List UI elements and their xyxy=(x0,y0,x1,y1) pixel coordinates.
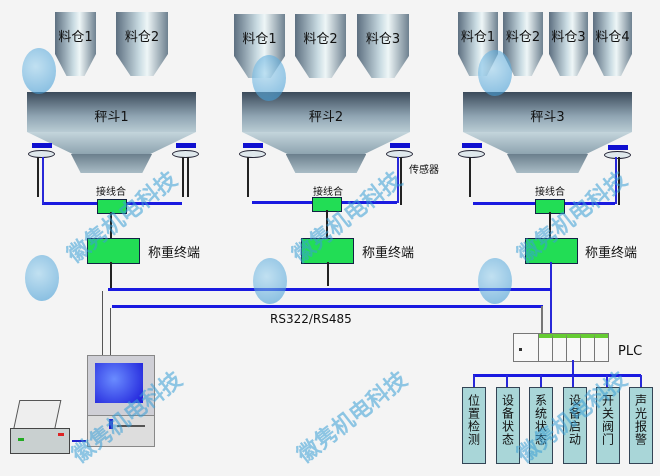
silo-label: 料仓1 xyxy=(242,32,277,47)
silo-label: 料仓1 xyxy=(58,30,93,45)
load-cell-base xyxy=(239,150,266,158)
load-cell-base xyxy=(28,150,55,158)
output-module: 设备状态 xyxy=(496,387,520,464)
weighing-terminal xyxy=(87,238,140,264)
output-module: 声光报警 xyxy=(629,387,653,464)
silo-label: 料仓3 xyxy=(365,32,401,47)
load-cell-icon xyxy=(390,143,410,148)
silo: 料仓2 xyxy=(116,12,168,76)
weigh-hopper: 秤斗3 xyxy=(463,92,632,173)
weighing-terminal xyxy=(301,238,354,264)
silo-label: 料仓1 xyxy=(460,30,496,45)
junction-box xyxy=(97,199,127,214)
watermark-logo xyxy=(25,255,59,301)
weigh-hopper: 秤斗1 xyxy=(27,92,196,173)
load-cell-base xyxy=(172,150,199,158)
silo-label: 料仓3 xyxy=(551,30,586,45)
weigh-hopper: 秤斗2 xyxy=(242,92,410,173)
bus-line xyxy=(108,288,551,291)
hopper-label: 秤斗2 xyxy=(308,110,344,125)
load-cell-icon xyxy=(243,143,263,148)
hopper-label: 秤斗3 xyxy=(530,110,565,125)
silo-label: 料仓2 xyxy=(505,30,541,45)
printer-icon xyxy=(10,400,70,460)
silo: 料仓1 xyxy=(55,12,96,76)
bus-label: RS322/RS485 xyxy=(270,312,352,326)
silo-label: 料仓2 xyxy=(303,32,338,47)
watermark-text: 徽隽机电科技 xyxy=(292,367,413,469)
bus-line xyxy=(112,305,543,308)
junction-label: 接线合 xyxy=(313,187,343,198)
hopper-label: 秤斗1 xyxy=(94,110,129,125)
silo: 料仓3 xyxy=(357,14,409,78)
silo-label: 料仓2 xyxy=(124,30,160,45)
watermark-logo xyxy=(478,258,512,304)
output-module: 开关阀门 xyxy=(596,387,620,464)
silo: 料仓3 xyxy=(549,12,588,76)
load-cell-base xyxy=(604,151,631,159)
computer-icon xyxy=(87,355,155,463)
load-cell-icon xyxy=(176,143,196,148)
watermark-logo xyxy=(478,50,512,96)
plc-unit xyxy=(513,333,609,362)
load-cell-base xyxy=(386,150,413,158)
silo-label: 料仓4 xyxy=(595,30,630,45)
load-cell-icon xyxy=(608,145,628,150)
junction-label: 接线合 xyxy=(96,187,126,198)
output-module: 位置检测 xyxy=(462,387,486,464)
terminal-label: 称重终端 xyxy=(148,246,201,261)
load-cell-icon xyxy=(462,143,482,148)
output-module: 系统状态 xyxy=(529,387,553,464)
output-bus xyxy=(473,374,641,377)
terminal-label: 称重终端 xyxy=(585,246,638,261)
silo: 料仓2 xyxy=(295,14,346,78)
junction-label: 接线合 xyxy=(535,187,565,198)
sensor-label: 传感器 xyxy=(409,165,439,176)
watermark-logo xyxy=(22,48,56,94)
terminal-label: 称重终端 xyxy=(362,246,415,261)
output-module: 设备启动 xyxy=(563,387,587,464)
load-cell-icon xyxy=(32,143,52,148)
plc-label: PLC xyxy=(618,344,643,359)
watermark-logo xyxy=(253,258,287,304)
silo: 料仓4 xyxy=(593,12,632,76)
load-cell-base xyxy=(458,150,485,158)
silo: 料仓2 xyxy=(503,12,543,76)
watermark-logo xyxy=(252,55,286,101)
